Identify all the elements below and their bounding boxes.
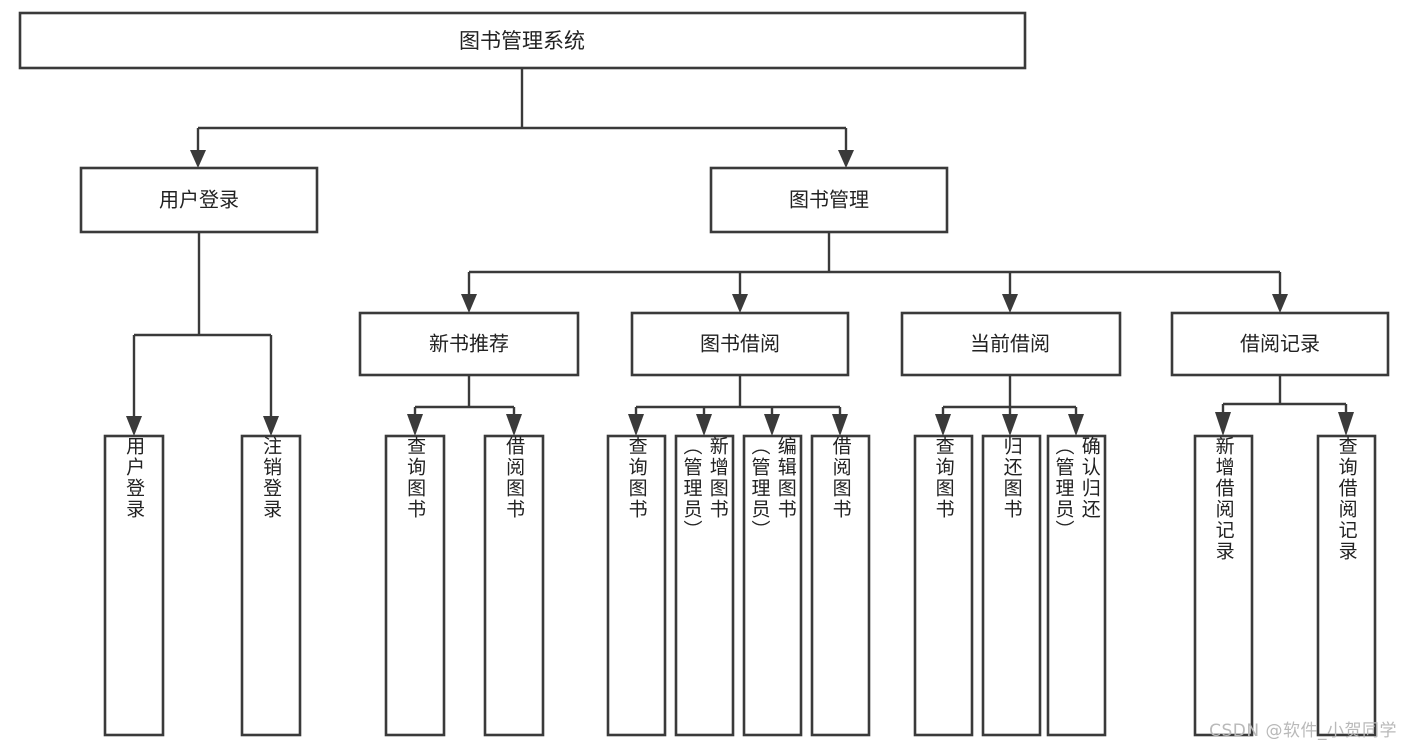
leaf-box-borrow-book[interactable] (810, 434, 871, 737)
node-current-borrow-label: 当前借阅 (970, 332, 1050, 356)
leaf-box-edit-book-admin[interactable] (742, 434, 803, 737)
arrow-head-icon (732, 294, 748, 313)
leaf-box-add-book-admin[interactable] (674, 434, 735, 737)
leaf-box-query-book-newbook[interactable] (384, 434, 446, 737)
connector-bookborrow-to-leaves (628, 375, 848, 436)
csdn-watermark: CSDN @软件_小贺同学 (1209, 721, 1397, 741)
leaf-box-return-book[interactable] (981, 434, 1042, 737)
arrow-head-icon (263, 416, 279, 436)
arrow-head-icon (190, 150, 206, 168)
node-book-borrow[interactable]: 图书借阅 (630, 311, 850, 377)
arrow-head-icon (407, 414, 423, 436)
arrow-head-icon (628, 414, 644, 436)
arrow-head-icon (506, 414, 522, 436)
arrow-head-icon (1272, 294, 1288, 313)
connector-currentborrow-to-leaves (935, 375, 1084, 436)
node-root-label: 图书管理系统 (459, 29, 585, 53)
node-user-login-label: 用户登录 (159, 188, 239, 212)
node-user-login[interactable]: 用户登录 (79, 166, 319, 234)
leaf-box-confirm-return-admin[interactable] (1046, 434, 1107, 737)
connector-bookmgmt-to-level3 (461, 232, 1288, 313)
arrow-head-icon (126, 416, 142, 436)
node-new-book-recommend-label: 新书推荐 (429, 332, 509, 356)
leaf-box-query-borrow-record[interactable] (1316, 434, 1377, 737)
connector-borrowrecord-to-leaves (1215, 375, 1354, 436)
connector-root-to-level2 (190, 68, 854, 168)
node-new-book-recommend[interactable]: 新书推荐 (358, 311, 580, 377)
arrow-head-icon (696, 414, 712, 436)
arrow-head-icon (832, 414, 848, 436)
leaf-box-logout-login[interactable] (240, 434, 302, 737)
arrow-head-icon (1068, 414, 1084, 436)
node-borrow-record[interactable]: 借阅记录 (1170, 311, 1390, 377)
node-book-management-label: 图书管理 (789, 188, 869, 212)
leaf-box-query-book-borrow[interactable] (606, 434, 667, 737)
leaf-box-borrow-book-newbook[interactable] (483, 434, 545, 737)
connector-userlogin-to-leaves (126, 232, 279, 436)
arrow-head-icon (764, 414, 780, 436)
arrow-head-icon (1338, 412, 1354, 436)
arrow-head-icon (1002, 294, 1018, 313)
arrow-head-icon (461, 294, 477, 313)
arrow-head-icon (838, 150, 854, 168)
arrow-head-icon (935, 414, 951, 436)
leaf-box-user-login[interactable] (103, 434, 165, 737)
arrow-head-icon (1002, 414, 1018, 436)
leaf-box-query-book-current[interactable] (913, 434, 974, 737)
connector-newbook-to-leaves (407, 375, 522, 436)
arrow-head-icon (1215, 412, 1231, 436)
leaf-box-add-borrow-record[interactable] (1193, 434, 1254, 737)
node-root[interactable]: 图书管理系统 (18, 11, 1027, 70)
node-borrow-record-label: 借阅记录 (1240, 332, 1320, 356)
node-current-borrow[interactable]: 当前借阅 (900, 311, 1122, 377)
node-book-management[interactable]: 图书管理 (709, 166, 949, 234)
node-book-borrow-label: 图书借阅 (700, 332, 780, 356)
